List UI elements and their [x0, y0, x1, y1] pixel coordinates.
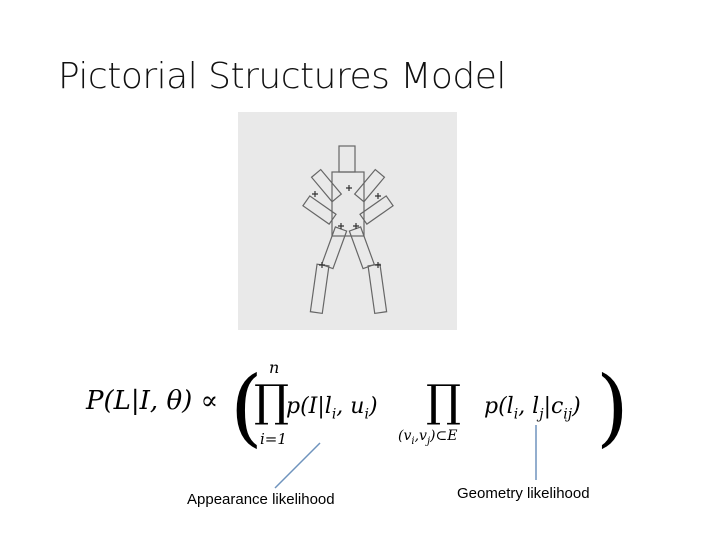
geometry-likelihood-label: Geometry likelihood: [457, 485, 590, 502]
right-upper-arm-part: [353, 168, 386, 203]
geometry-term: p(li, lj|cij): [484, 394, 581, 423]
appearance-likelihood-label: Appearance likelihood: [187, 491, 335, 508]
left-upper-arm-part: [310, 168, 343, 203]
prod2-symbol: ∏: [426, 376, 462, 427]
right-lower-leg-part: [367, 263, 388, 315]
prod1-lower: i=1: [260, 430, 287, 448]
formula-lhs: P(L|I, θ) ∝: [86, 386, 219, 416]
torso-part: [331, 171, 365, 237]
prod1-upper: n: [269, 358, 280, 377]
appearance-term: p(I|li, ui): [286, 394, 378, 423]
figure-background: [238, 112, 457, 330]
right-lower-arm-part: [359, 195, 394, 225]
left-lower-arm-part: [302, 195, 337, 225]
joint-markers: [312, 185, 381, 268]
formula-paren-close: ): [596, 358, 629, 456]
pictorial-structure-figure: [238, 112, 457, 330]
prod2-lower: (vi,vj)⊂E: [398, 428, 458, 447]
slide-title: Pictorial Structures Model: [58, 56, 506, 97]
formula-paren-open: (: [230, 358, 263, 456]
prod1-symbol: ∏: [254, 376, 290, 427]
pictorial-structure-formula: P(L|I, θ) ∝ ( n ∏ i=1 p(I|li, ui) ∏ (vi,…: [86, 358, 629, 456]
